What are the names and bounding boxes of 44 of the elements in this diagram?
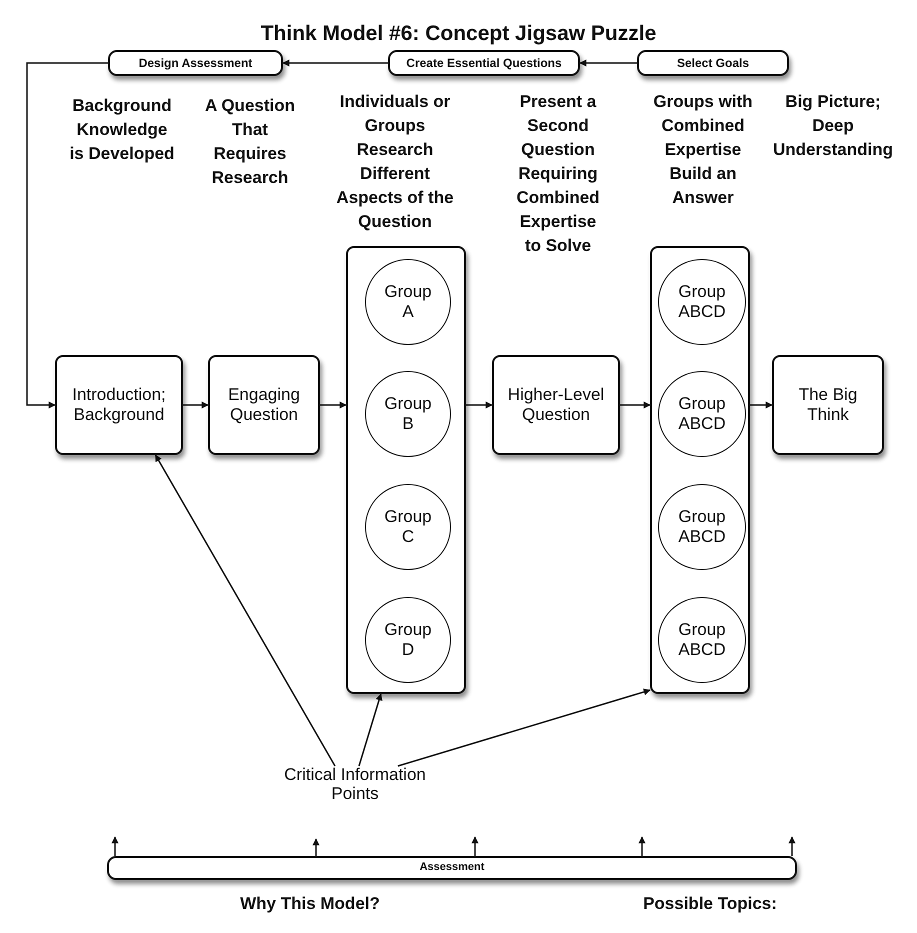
group-circle: Group ABCD: [658, 484, 746, 570]
up-arrow: [112, 836, 118, 856]
group-circle: Group ABCD: [658, 371, 746, 457]
arrow: [620, 402, 651, 408]
column-heading: Big Picture; Deep Understanding: [772, 91, 894, 161]
process-box: The Big Think: [772, 355, 884, 455]
group-panel: [346, 246, 466, 694]
section-label: Why This Model?: [239, 893, 381, 915]
process-pill: Design Assessment: [108, 50, 283, 76]
column-heading: Present a Second Question Requiring Combined Expertise to Solve: [515, 91, 601, 257]
group-circle: Group C: [365, 484, 451, 570]
arrow: [282, 60, 388, 66]
process-box: Higher-Level Question: [492, 355, 620, 455]
column-heading: Background Knowledge is Developed: [69, 95, 175, 165]
process-pill: Select Goals: [637, 50, 789, 76]
callout-text: Critical Information Points: [267, 766, 443, 804]
process-box: Introduction; Background: [55, 355, 183, 455]
arrow: [154, 454, 336, 766]
group-panel: [650, 246, 750, 694]
group-circle: Group A: [365, 259, 451, 345]
group-circle: Group D: [365, 597, 451, 683]
process-box: Engaging Question: [208, 355, 320, 455]
column-heading: A Question That Requires Research: [204, 95, 296, 189]
arrow: [183, 402, 209, 408]
arrow: [466, 402, 493, 408]
arrow: [26, 62, 108, 408]
assessment-bar: Assessment: [107, 856, 797, 880]
arrow: [320, 402, 347, 408]
column-heading: Groups with Combined Expertise Build an Answer: [652, 91, 754, 209]
arrow: [750, 402, 773, 408]
up-arrow: [472, 836, 478, 856]
up-arrow: [638, 836, 646, 856]
section-label: Possible Topics:: [642, 893, 778, 915]
arrow: [579, 60, 637, 66]
diagram-title: Think Model #6: Concept Jigsaw Puzzle: [260, 22, 658, 46]
group-circle: Group B: [365, 371, 451, 457]
arrow: [358, 693, 382, 766]
up-arrow: [312, 838, 320, 856]
group-circle: Group ABCD: [658, 259, 746, 345]
process-pill: Create Essential Questions: [388, 50, 580, 76]
arrow: [398, 688, 651, 767]
group-circle: Group ABCD: [658, 597, 746, 683]
up-arrow: [788, 836, 796, 856]
column-heading: Individuals or Groups Research Different Aspects of the Question: [335, 91, 455, 233]
